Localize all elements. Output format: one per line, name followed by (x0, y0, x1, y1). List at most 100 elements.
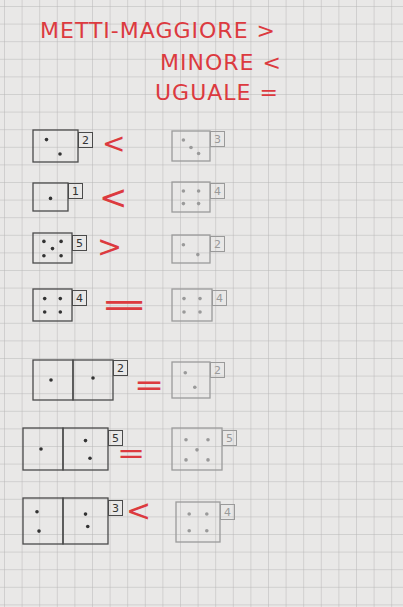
die-outline (176, 502, 220, 542)
die-outline (172, 289, 212, 321)
number-box: 4 (72, 290, 87, 306)
die-pip (198, 310, 202, 314)
die-outline (172, 182, 210, 212)
die-pip (84, 512, 88, 516)
die-pip (184, 438, 188, 442)
die-face (33, 130, 78, 162)
die-pip (182, 243, 186, 247)
die-outline (73, 360, 113, 400)
die-face (172, 362, 210, 398)
comparison-symbol: < (126, 496, 151, 526)
heading-text: MINORE < (160, 52, 282, 74)
die-pip (184, 458, 188, 462)
die-pip (182, 297, 186, 301)
number-box: 2 (78, 132, 93, 148)
die-face (172, 131, 210, 161)
die-face (176, 502, 220, 542)
number-text: 5 (226, 433, 233, 444)
die-pip (196, 253, 200, 257)
die-pip (58, 152, 62, 156)
die-pip (43, 297, 47, 301)
die-pip (205, 512, 209, 516)
die-face (33, 233, 72, 263)
number-text: 5 (76, 238, 83, 249)
die-pip (37, 529, 41, 533)
number-box: 4 (220, 504, 235, 520)
die-pip (45, 138, 49, 142)
die-face (73, 360, 113, 400)
die-face (23, 428, 63, 470)
number-text: 2 (214, 239, 221, 250)
die-pip (187, 512, 191, 516)
die-pip (59, 254, 63, 258)
number-box: 5 (72, 235, 87, 251)
die-outline (33, 289, 72, 321)
die-face (33, 183, 68, 211)
number-text: 4 (76, 293, 83, 304)
die-pip (206, 458, 210, 462)
number-box: 4 (210, 183, 225, 199)
die-pip (42, 240, 46, 244)
die-outline (23, 498, 63, 544)
die-face (33, 360, 73, 400)
number-box: 5 (222, 430, 237, 446)
die-pip (49, 197, 53, 201)
die-face (172, 428, 222, 470)
die-face (172, 182, 210, 212)
die-outline (63, 498, 108, 544)
die-outline (33, 130, 78, 162)
die-outline (33, 183, 68, 211)
comparison-symbol: < (102, 130, 125, 158)
die-face (63, 428, 108, 470)
die-outline (172, 428, 222, 470)
die-pip (189, 146, 193, 150)
die-pip (182, 202, 186, 206)
die-pip (198, 297, 202, 301)
die-pip (84, 439, 88, 443)
die-face (172, 235, 210, 263)
number-text: 3 (112, 503, 119, 514)
die-pip (91, 376, 95, 380)
die-pip (59, 240, 63, 244)
comparison-symbol: = (134, 370, 164, 400)
die-pip (182, 189, 186, 193)
comparison-symbol: = (100, 289, 148, 321)
die-pip (42, 254, 46, 258)
die-pip (49, 378, 53, 382)
number-text: 4 (216, 293, 223, 304)
number-text: 2 (82, 135, 89, 146)
number-text: 2 (214, 365, 221, 376)
number-text: 1 (72, 186, 79, 197)
die-outline (172, 131, 210, 161)
die-pip (59, 310, 63, 314)
die-pip (88, 456, 92, 460)
die-outline (172, 235, 210, 263)
die-face (23, 498, 63, 544)
number-box: 2 (113, 360, 128, 376)
die-pip (197, 189, 201, 193)
number-text: 4 (224, 507, 231, 518)
die-pip (182, 310, 186, 314)
number-box: 3 (108, 500, 123, 516)
die-pip (195, 448, 199, 452)
die-pip (184, 371, 188, 375)
die-outline (172, 362, 210, 398)
die-pip (86, 525, 90, 529)
die-pip (182, 138, 186, 142)
number-box: 2 (210, 236, 225, 252)
die-face (172, 289, 212, 321)
heading-text: UGUALE = (155, 82, 279, 104)
number-box: 3 (210, 131, 225, 147)
number-box: 4 (212, 290, 227, 306)
die-pip (35, 510, 39, 514)
number-box: 1 (68, 183, 83, 199)
die-pip (43, 310, 47, 314)
die-pip (51, 247, 55, 251)
die-outline (63, 428, 108, 470)
die-face (33, 289, 72, 321)
comparison-symbol: > (97, 232, 122, 262)
die-pip (59, 297, 63, 301)
die-outline (33, 233, 72, 263)
